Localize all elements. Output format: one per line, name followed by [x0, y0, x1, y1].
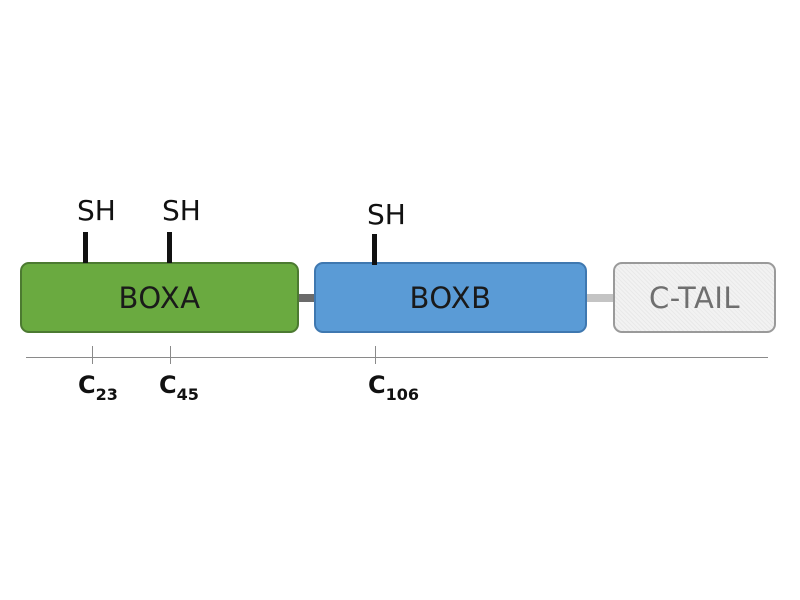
cysteine-label-c23: C23: [78, 371, 118, 404]
domain-boxb-label: BOXB: [409, 280, 492, 315]
cysteine-position: 106: [385, 385, 420, 404]
cysteine-letter: C: [78, 371, 96, 399]
cysteine-letter: C: [368, 371, 386, 399]
thiol-label-c23: SH: [77, 194, 116, 227]
cysteine-position: 23: [95, 385, 118, 404]
cysteine-label-c106: C106: [368, 371, 419, 404]
thiol-stick-c45: [167, 232, 172, 263]
axis-tick-c23: [92, 346, 93, 364]
domain-boxa: BOXA: [20, 262, 299, 333]
sequence-axis: [26, 357, 768, 358]
cysteine-position: 45: [176, 385, 199, 404]
linker-a-b: [297, 294, 317, 302]
thiol-stick-c106: [372, 234, 377, 265]
axis-tick-c106: [375, 346, 376, 364]
thiol-stick-c23: [83, 232, 88, 263]
domain-ctail-label: C-TAIL: [648, 280, 741, 315]
cysteine-label-c45: C45: [159, 371, 199, 404]
domain-boxa-label: BOXA: [118, 280, 201, 315]
domain-boxb: BOXB: [314, 262, 587, 333]
thiol-label-c106: SH: [367, 198, 406, 231]
thiol-label-c45: SH: [162, 194, 201, 227]
axis-tick-c45: [170, 346, 171, 364]
domain-ctail: C-TAIL: [613, 262, 776, 333]
cysteine-letter: C: [159, 371, 177, 399]
linker-b-ctail: [585, 294, 615, 302]
